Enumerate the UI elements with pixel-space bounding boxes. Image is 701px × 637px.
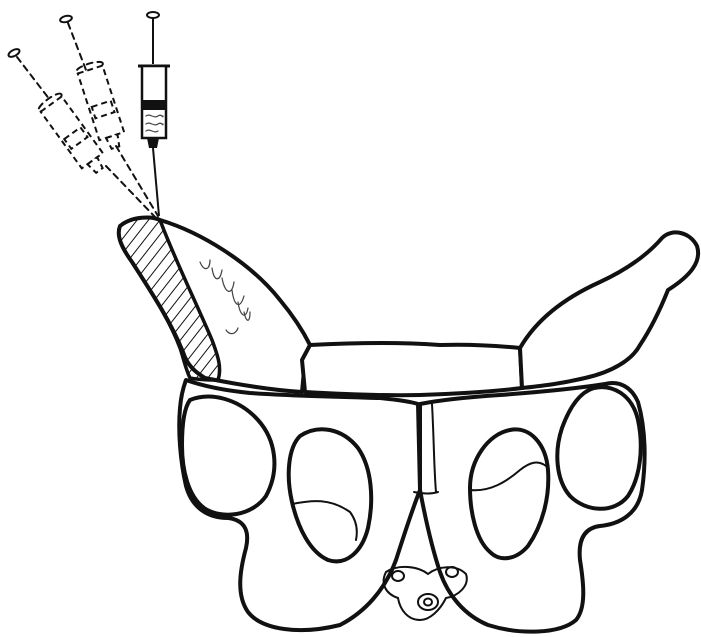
dashed-plunger-thumb bbox=[59, 15, 72, 24]
dashed-plunger-thumb-2 bbox=[7, 48, 20, 59]
dashed-needle bbox=[116, 146, 158, 216]
pelvis-icon bbox=[119, 218, 698, 632]
dashed-plunger-rod bbox=[68, 23, 86, 70]
syringe-hub bbox=[147, 138, 159, 148]
syringe-icon bbox=[138, 12, 170, 216]
dashed-plunger-rod-2 bbox=[17, 57, 50, 100]
syringe-stopper bbox=[143, 100, 165, 110]
dashed-needle-2 bbox=[106, 166, 156, 218]
dashed-hub bbox=[106, 134, 121, 149]
sacrum bbox=[302, 343, 522, 395]
syringe-needle bbox=[153, 148, 159, 216]
right-ilium bbox=[520, 232, 698, 388]
plunger-thumb bbox=[147, 12, 159, 18]
